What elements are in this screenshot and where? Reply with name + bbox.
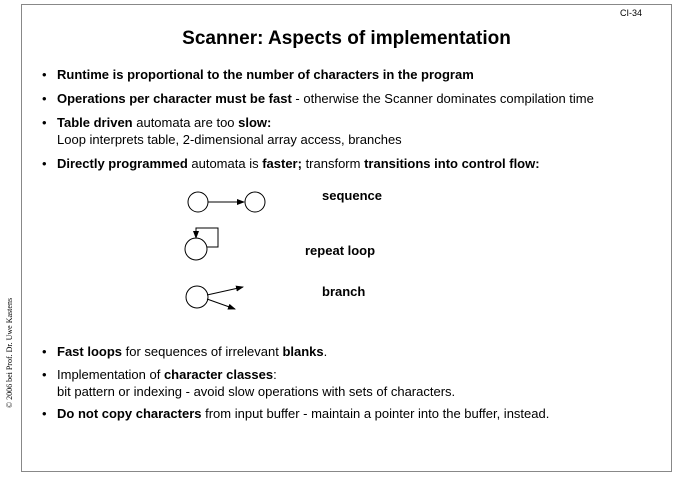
bullet-text-bold: faster;	[262, 156, 302, 171]
bullet-dot: •	[42, 367, 47, 382]
sequence-label: sequence	[322, 188, 382, 203]
bullet-character-classes: • Implementation of character classes: bi…	[42, 366, 455, 400]
bullet-dot: •	[42, 156, 47, 171]
slide-frame	[21, 4, 672, 472]
bullet-fast-loops: •Fast loops for sequences of irrelevant …	[42, 343, 327, 360]
bullet-text: for sequences of irrelevant	[122, 344, 283, 359]
bullet-text-bold: Operations per character must be fast	[57, 91, 292, 106]
bullet-text-bold: Do not copy characters	[57, 406, 202, 421]
bullet-text-bold: Fast loops	[57, 344, 123, 359]
branch-diagram	[185, 285, 244, 310]
bullet-text-bold: Directly programmed	[57, 156, 188, 171]
bullet-subline: Loop interprets table, 2-dimensional arr…	[57, 132, 402, 147]
repeat-loop-label: repeat loop	[305, 243, 376, 258]
bullet-runtime: • Runtime is proportional to the number o…	[42, 66, 474, 83]
bullet-dot: •	[42, 115, 47, 130]
bullet-text: .	[323, 344, 328, 359]
bullet-text: :	[273, 367, 277, 382]
bullet-text-bold: character classes	[163, 367, 274, 382]
bullet-directly-programmed: • Directly programmed automata is faster;…	[42, 155, 540, 172]
branch-label: branch	[322, 284, 366, 299]
bullet-subline: bit pattern or indexing - avoid slow ope…	[57, 384, 456, 399]
loop-path	[195, 227, 219, 248]
bullet-text: - otherwise the Scanner dominates compil…	[291, 91, 594, 106]
bullet-text-bold: slow:	[238, 115, 272, 130]
sequence-diagram	[187, 191, 266, 213]
bullet-text-bold: transitions into control flow:	[364, 156, 540, 171]
bullet-table-driven: • Table driven automata are too slow: Loo…	[42, 114, 402, 148]
bullet-dot: •	[42, 406, 47, 421]
state-circle	[187, 191, 209, 213]
bullet-text: from input buffer - maintain a pointer i…	[201, 406, 550, 421]
bullet-dot: •	[42, 91, 47, 106]
bullet-text: transform	[301, 156, 365, 171]
state-circle	[184, 237, 208, 261]
bullet-operations: • Operations per character must be fast -…	[42, 90, 594, 107]
state-circle	[185, 285, 209, 309]
state-circle	[244, 191, 266, 213]
bullet-do-not-copy: • Do not copy characters from input buffe…	[42, 405, 549, 422]
bullet-text: Implementation of	[57, 367, 164, 382]
bullet-text-bold: Table driven	[57, 115, 133, 130]
bullet-text: automata are too	[132, 115, 239, 130]
bullet-dot: •	[42, 344, 47, 359]
bullet-text: automata is	[187, 156, 263, 171]
bullet-text-bold: blanks	[282, 344, 324, 359]
page-id: CI-34	[620, 8, 643, 18]
branch-arrow-up	[206, 285, 244, 296]
bullet-text-bold: Runtime is proportional to the number of…	[57, 67, 474, 82]
bullet-dot: •	[42, 67, 47, 82]
repeat-loop-diagram	[184, 227, 219, 261]
page-title: Scanner: Aspects of implementation	[182, 28, 511, 49]
branch-arrow-down	[206, 298, 236, 310]
